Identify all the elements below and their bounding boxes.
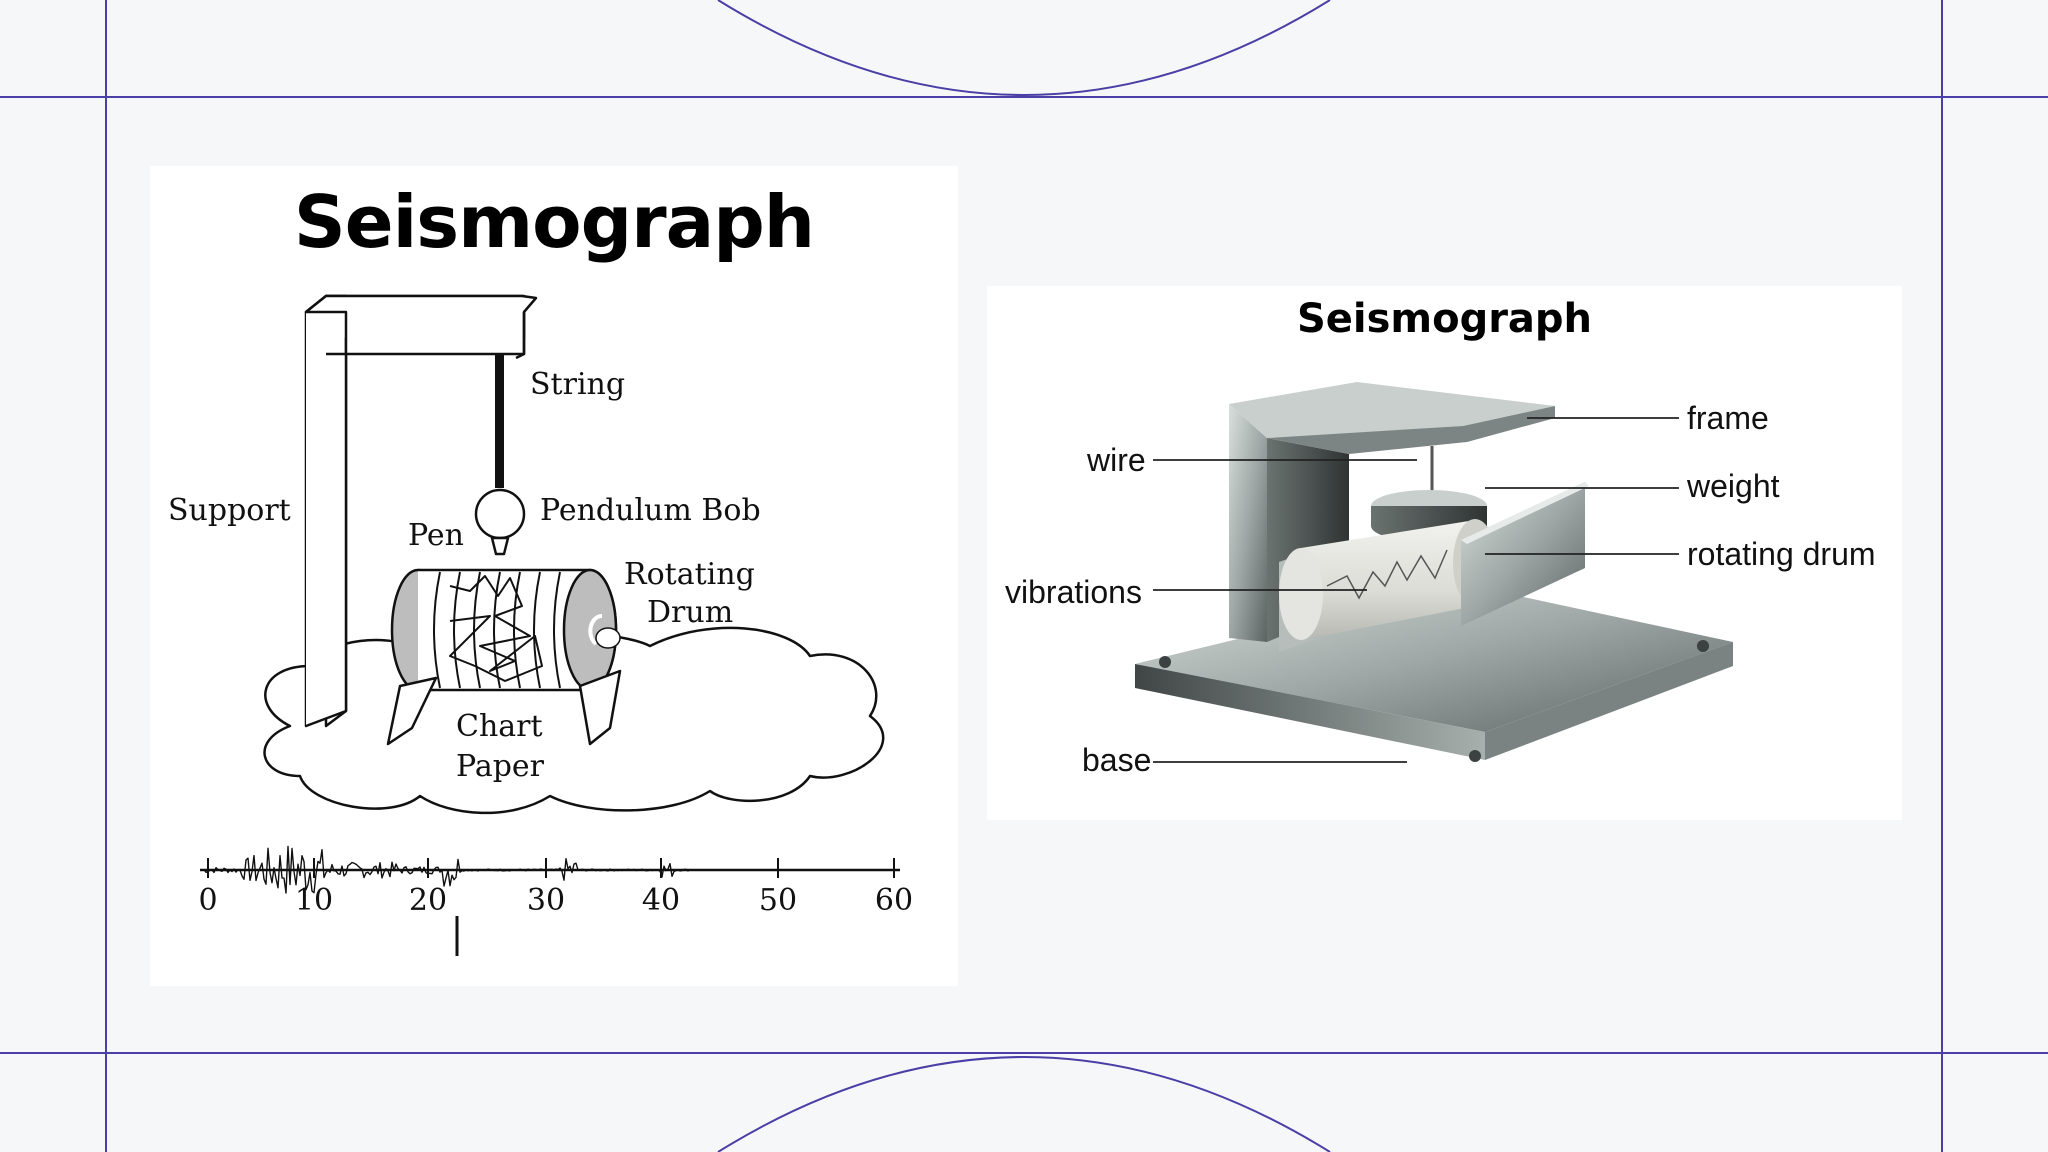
mass-seismograph-illustration (1135, 382, 1733, 763)
label-weight: weight (1687, 468, 1780, 504)
right-diagram-title: Seismograph (1296, 296, 1593, 342)
axis-tick-label: 30 (526, 883, 566, 918)
pendulum-seismograph-drawing (200, 294, 900, 956)
axis-tick-label: 10 (294, 883, 334, 918)
label-paper: Paper (456, 749, 545, 784)
label-rotating-drum: rotating drum (1687, 536, 1876, 572)
label-pendulum-bob: Pendulum Bob (540, 493, 761, 528)
axis-tick-label: 60 (874, 883, 914, 918)
left-diagram-panel: Seismograph (150, 166, 958, 986)
label-drum: Drum (647, 595, 734, 630)
label-support: Support (168, 493, 291, 528)
label-base: base (1082, 742, 1152, 778)
axis-tick-label: 40 (641, 883, 681, 918)
label-pen: Pen (408, 518, 464, 553)
axis-tick-label: 20 (408, 883, 448, 918)
label-rotating: Rotating (624, 557, 755, 592)
label-wire: wire (1087, 442, 1146, 478)
left-diagram-title: Seismograph (293, 180, 815, 264)
label-frame: frame (1687, 400, 1769, 436)
axis-tick-label: 0 (198, 883, 218, 918)
right-diagram-panel: Seismograph (987, 286, 1902, 820)
label-chart: Chart (456, 709, 543, 744)
label-string: String (530, 367, 626, 402)
axis-tick-label: 50 (758, 883, 798, 918)
label-vibrations: vibrations (1005, 574, 1142, 610)
